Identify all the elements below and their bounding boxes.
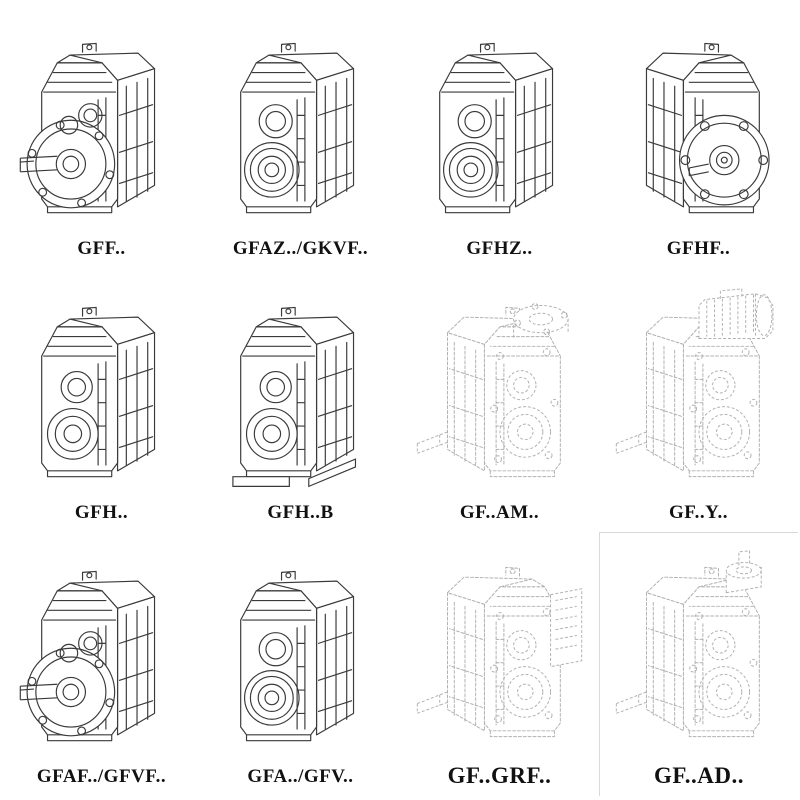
- model-label: GFAZ../GKVF..: [232, 238, 369, 260]
- catalog-cell-gf-y: GF..Y..: [599, 268, 798, 532]
- catalog-cell-gfhf: GFHF..: [599, 4, 798, 268]
- drawing-flange-shaft-reducer: [12, 550, 192, 764]
- model-label: GFA../GFV..: [247, 766, 354, 788]
- catalog-cell-gff: GFF..: [2, 4, 201, 268]
- drawing-flange-shaft-reducer: [12, 22, 192, 236]
- model-label: GF..AM..: [459, 502, 540, 524]
- drawing-foot-mounted-reducer: [211, 286, 391, 500]
- drawing-hollow-shaft-reducer: [410, 22, 590, 236]
- model-label: GFAF../GFVF..: [36, 766, 167, 788]
- model-label: GF..GRF..: [447, 762, 552, 788]
- catalog-cell-gfaz-gkvf: GFAZ../GKVF..: [201, 4, 400, 268]
- catalog-cell-gfhz: GFHZ..: [400, 4, 599, 268]
- model-label: GFH..B: [267, 502, 334, 524]
- catalog-cell-gfaf-gfvf: GFAF../GFVF..: [2, 532, 201, 796]
- model-label: GF..Y..: [668, 502, 729, 524]
- model-label: GF..AD..: [653, 762, 745, 788]
- drawing-shaft-mounted-reducer: [12, 286, 192, 500]
- model-label: GFH..: [74, 502, 129, 524]
- drawing-reducer-with-motor: [609, 286, 789, 500]
- catalog-cell-gfa-gfv: GFA../GFV..: [201, 532, 400, 796]
- model-label: GFHZ..: [466, 238, 533, 260]
- model-label: GFHF..: [666, 238, 731, 260]
- catalog-cell-gf-ad: GF..AD..: [599, 532, 798, 796]
- catalog-cell-gf-am: GF..AM..: [400, 268, 599, 532]
- drawing-reducer-with-motor-flange: [410, 286, 590, 500]
- drawing-reducer-with-backstop-unit: [410, 546, 590, 760]
- model-label: GFF..: [77, 238, 126, 260]
- drawing-hollow-shaft-reducer: [211, 550, 391, 764]
- drawing-hollow-shaft-reducer: [211, 22, 391, 236]
- drawing-reducer-with-input-adapter: [609, 546, 789, 760]
- catalog-cell-gfh: GFH..: [2, 268, 201, 532]
- drawing-large-flange-reducer: [609, 22, 789, 236]
- catalog-cell-gfh-b: GFH..B: [201, 268, 400, 532]
- catalog-cell-gf-grf: GF..GRF..: [400, 532, 599, 796]
